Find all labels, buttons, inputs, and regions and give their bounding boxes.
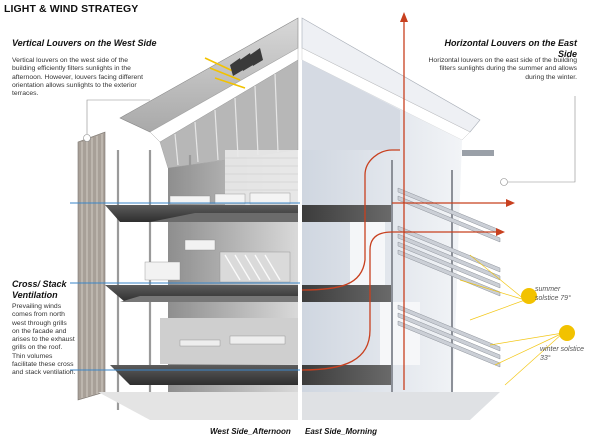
sunlight-rays-east xyxy=(459,254,564,386)
east-louvers-description: Horizontal louvers on the east side of t… xyxy=(428,57,578,81)
horizontal-louvers xyxy=(397,187,501,368)
west-louvers-heading: Vertical Louvers on the West Side xyxy=(12,38,157,48)
ventilation-description: Prevailing winds comes from north west t… xyxy=(12,303,76,377)
wind-arrows xyxy=(301,18,510,390)
leader-lines xyxy=(83,96,576,186)
west-louvers-description: Vertical louvers on the west side of the… xyxy=(12,57,143,98)
east-slab-level2 xyxy=(302,285,392,302)
summer-solstice-label: summer solstice 79° xyxy=(535,286,571,302)
winter-sun-icon xyxy=(559,325,575,341)
diagram-title: LIGHT & WIND STRATEGY xyxy=(4,3,139,15)
summer-sun-icon xyxy=(521,288,537,304)
furniture-level3 xyxy=(169,192,291,205)
east-half xyxy=(301,17,564,420)
ceiling-slats xyxy=(174,73,279,166)
east-slab-level3 xyxy=(302,205,392,222)
roof-louvers-west xyxy=(230,48,263,76)
winter-solstice-label: winter solstice 33° xyxy=(540,346,584,362)
east-louvers-heading: Horizontal Louvers on the East Side xyxy=(444,38,577,59)
west-slab-level1 xyxy=(110,365,298,385)
gutter-east xyxy=(462,150,494,156)
ventilation-heading: Cross/ Stack Ventilation xyxy=(12,279,67,300)
sunlight-rays-west xyxy=(204,57,246,89)
wind-arrowheads xyxy=(400,12,515,236)
west-side-caption: West Side_Afternoon xyxy=(210,427,291,436)
east-slab-level1 xyxy=(302,365,392,385)
east-side-caption: East Side_Morning xyxy=(305,427,378,436)
light-lines xyxy=(70,202,300,371)
west-half xyxy=(77,17,299,420)
